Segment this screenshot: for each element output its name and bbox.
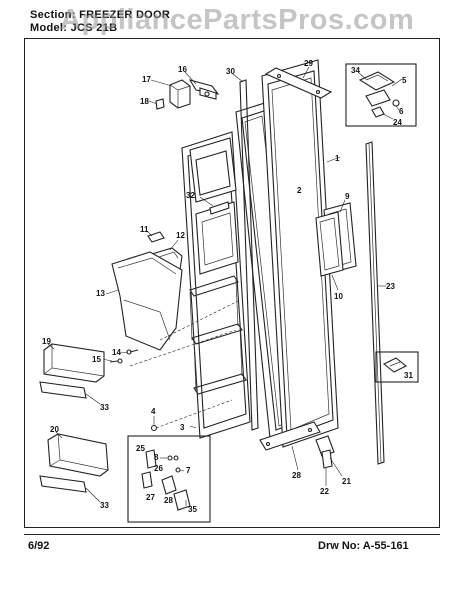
section-title: Section: FREEZER DOOR [30,9,171,21]
callout-31: 31 [404,371,413,380]
callout-17: 17 [142,75,151,84]
upper-hinge-assembly [148,71,220,110]
callout-8: 8 [154,453,159,462]
screws [101,349,158,432]
door-shelf-upper [39,343,105,405]
clip-inset [375,351,419,383]
callout-18: 18 [140,97,149,106]
callout-14: 14 [112,348,121,357]
model-number: Model: JCS 21B [30,22,118,34]
callout-33-lower: 33 [100,501,109,510]
callout-15: 15 [92,355,101,364]
door-shelf-lower [39,431,109,503]
callout-34: 34 [351,66,360,75]
callout-35: 35 [188,505,197,514]
callout-32: 32 [186,191,195,200]
callout-13: 13 [96,289,105,298]
callout-12: 12 [176,231,185,240]
callout-25: 25 [136,444,145,453]
dispenser-panel [315,199,357,291]
callout-33-upper: 33 [100,403,109,412]
callout-19: 19 [42,337,51,346]
top-trim [264,66,333,99]
callout-9: 9 [345,192,350,201]
callout-10: 10 [334,292,343,301]
outer-door-panel [261,59,341,448]
callout-11: 11 [140,225,149,234]
watermark: AppliancePartsPros.com [60,4,415,36]
door-gasket-strip [232,73,259,431]
callout-28-inset: 28 [164,496,173,505]
callout-6: 6 [399,107,404,116]
callout-2: 2 [297,186,302,195]
inner-door-liner [181,131,251,439]
callout-29: 29 [304,59,313,68]
callout-1: 1 [335,154,340,163]
footer-divider [24,534,440,535]
callout-23: 23 [386,282,395,291]
part-callouts: 1 2 3 4 5 6 7 8 9 10 11 12 13 14 15 16 1… [42,59,413,514]
revision-date: 6/92 [28,540,50,552]
callout-26: 26 [154,464,163,473]
callout-5: 5 [402,76,407,85]
callout-27: 27 [146,493,155,502]
side-rail [365,141,386,465]
drawing-number: Drw No: A-55-161 [318,540,409,552]
callout-30: 30 [226,67,235,76]
callout-4: 4 [151,407,156,416]
callout-24: 24 [393,118,402,127]
bottom-trim-hinge [259,421,343,486]
callout-28-trim: 28 [292,471,301,480]
callout-3: 3 [180,423,185,432]
callout-22: 22 [320,487,329,496]
diagram-frame [24,38,440,528]
callout-21: 21 [342,477,351,486]
callout-16: 16 [178,65,187,74]
lower-hinge-inset [127,435,211,523]
callout-7: 7 [186,466,191,475]
dispenser-assembly [105,229,183,351]
hinge-cover-inset [345,63,417,127]
callout-20: 20 [50,425,59,434]
